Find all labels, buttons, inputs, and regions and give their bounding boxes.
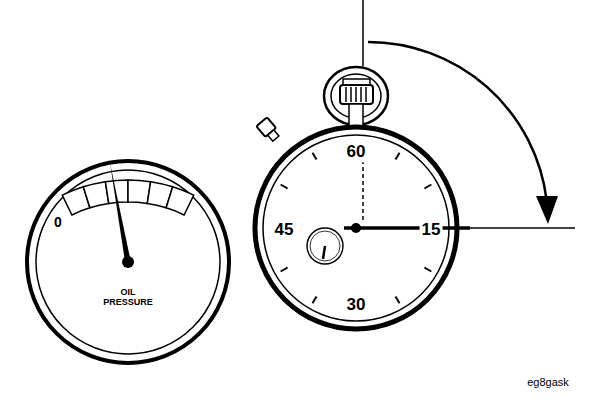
dial-number: 30 [345,295,368,315]
arrow-head [536,196,558,224]
sub-dial-hand [323,246,325,259]
needle-hub [122,256,134,268]
figure-code: eg8gask [525,376,571,388]
scale-segment [83,182,108,208]
dial-number: 60 [345,142,368,162]
tick-mark [396,296,400,303]
gauge-needle [110,163,131,263]
oil-pressure-gauge: 0OIL PRESSURE [25,159,231,365]
dial-number: 45 [273,220,296,240]
gauge-bezel [27,161,229,363]
tick-mark [313,296,317,303]
tick-mark [424,185,431,189]
tick-mark [313,153,317,160]
crown-ring [324,67,388,125]
tick-mark [396,153,400,160]
reset-button [256,117,281,143]
sub-dial-inner [310,231,340,261]
gauge-scale [62,180,194,215]
gauge-label: OIL PRESSURE [96,287,160,308]
crown-stem [349,104,363,126]
gauge-face [36,170,220,354]
tick-mark [281,268,288,272]
tick-mark [281,185,288,189]
tick-marks [281,153,432,304]
watch-case [255,127,457,329]
hand-hub [351,223,361,233]
crown-knob [340,85,373,104]
reference-line [470,227,575,229]
watch-face [263,135,449,321]
oil-pressure-gauge-outline [25,159,231,365]
scale-segment [166,187,194,215]
scale-zero: 0 [52,214,64,230]
stopwatch-dial: 60 45 15 30 [253,125,459,331]
second-hand [344,226,470,230]
rotation-arrow [368,42,547,200]
start-position-line [362,160,364,222]
dial-number: 15 [420,220,443,240]
reference-line [362,0,364,66]
knob-knurling [346,87,366,102]
tick-mark [424,268,431,272]
sub-dial [307,228,343,264]
